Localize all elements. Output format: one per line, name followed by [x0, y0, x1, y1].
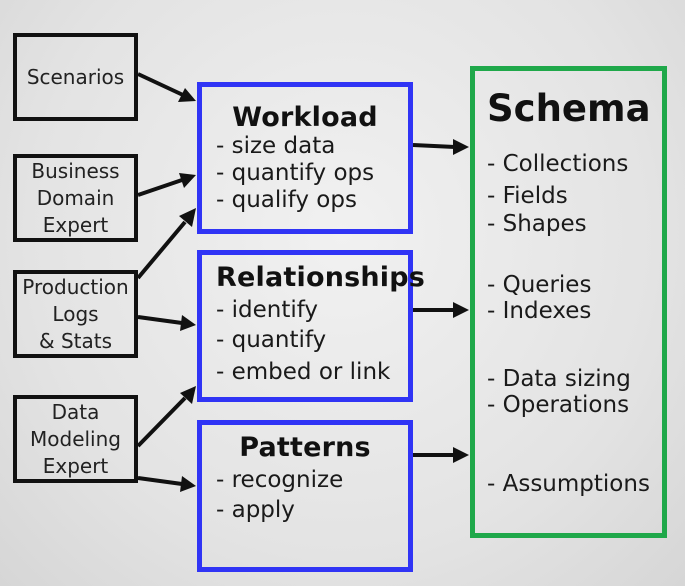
arrow-workload-to-schema: [412, 139, 469, 155]
schema-item-shapes: - Shapes: [487, 211, 587, 237]
source-box-data-modeling-expert: Data Modeling Expert: [13, 395, 138, 483]
arrow-relationships-to-schema: [413, 302, 469, 318]
relationships-item: - identify: [216, 297, 319, 323]
schema-item-collections: - Collections: [487, 151, 629, 177]
schema-title: Schema: [487, 87, 651, 130]
source-label-expert: Data Modeling Expert: [30, 399, 121, 480]
source-line: Expert: [42, 453, 109, 478]
source-line: Domain: [36, 185, 115, 210]
source-label-scenarios: Scenarios: [27, 64, 124, 91]
arrow-business-to-workload: [137, 173, 196, 197]
workload-item: - qualify ops: [216, 187, 357, 213]
workload-box: Workload - size data - quantify ops - qu…: [197, 82, 413, 234]
arrow-logs-to-relationships: [137, 315, 196, 331]
schema-box: Schema - Collections - Fields - Shapes -…: [470, 66, 667, 538]
schema-item-data-sizing: - Data sizing: [487, 366, 631, 392]
patterns-item: - apply: [216, 497, 295, 523]
workload-item: - quantify ops: [216, 160, 375, 186]
source-line: Modeling: [30, 426, 121, 451]
source-box-scenarios: Scenarios: [13, 33, 138, 121]
arrow-logs-to-workload: [136, 208, 196, 280]
arrow-expert-to-patterns: [137, 476, 196, 492]
relationships-title: Relationships: [216, 262, 426, 293]
source-line: Data: [51, 399, 100, 424]
relationships-box: Relationships - identify - quantify - em…: [197, 250, 426, 402]
source-box-production-logs: Production Logs & Stats: [13, 270, 138, 358]
schema-item-fields: - Fields: [487, 183, 568, 209]
schema-item-indexes: - Indexes: [487, 298, 592, 324]
patterns-title: Patterns: [239, 432, 371, 463]
relationships-item: - quantify: [216, 327, 327, 353]
source-line: Business: [31, 158, 120, 183]
arrow-expert-to-relationships: [136, 386, 196, 448]
source-label-logs: Production Logs & Stats: [22, 274, 128, 355]
source-box-business-domain-expert: Business Domain Expert: [13, 154, 138, 242]
schema-item-queries: - Queries: [487, 272, 592, 298]
arrow-scenarios-to-workload: [137, 72, 196, 102]
relationships-item: - embed or link: [216, 359, 391, 385]
schema-item-operations: - Operations: [487, 392, 630, 418]
source-line: Logs: [52, 301, 99, 326]
source-label-business: Business Domain Expert: [31, 158, 119, 239]
workload-title: Workload: [232, 102, 378, 133]
workload-item: - size data: [216, 133, 336, 159]
source-line: & Stats: [38, 328, 112, 353]
schema-item-assumptions: - Assumptions: [487, 471, 650, 497]
patterns-item: - recognize: [216, 467, 344, 493]
source-line: Production: [22, 274, 129, 299]
source-line: Scenarios: [26, 64, 125, 89]
patterns-box: Patterns - recognize - apply: [197, 420, 413, 572]
arrow-patterns-to-schema: [413, 447, 469, 463]
source-line: Expert: [42, 212, 109, 237]
